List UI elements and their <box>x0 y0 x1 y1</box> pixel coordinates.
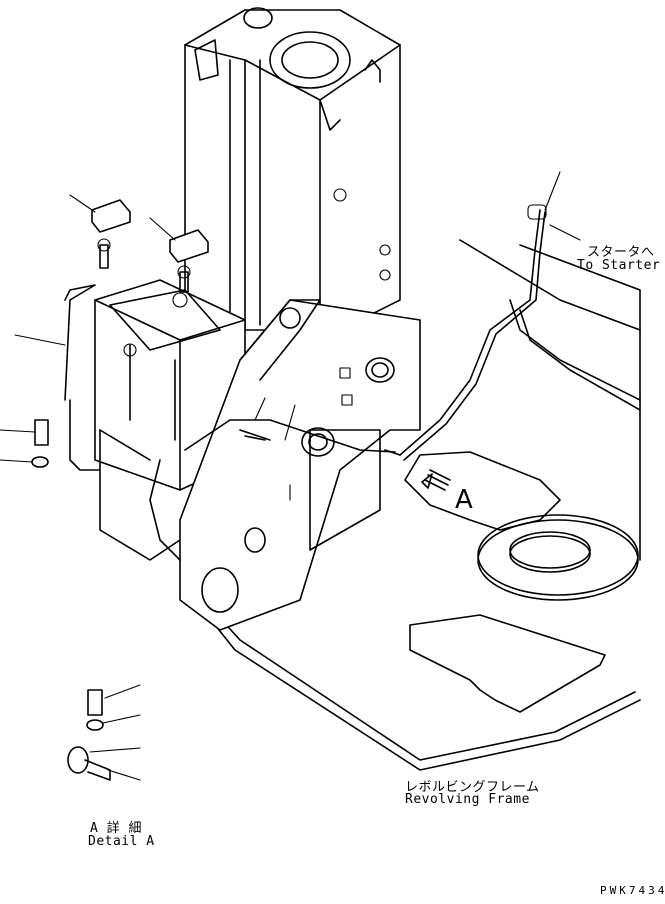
leader-lines <box>0 171 581 501</box>
view-arrow-a <box>421 469 451 491</box>
detail-label-jp: A 詳 細 <box>90 821 142 836</box>
relay-parts <box>91 199 209 293</box>
frame-label-en: Revolving Frame <box>405 792 530 807</box>
radiator-tower <box>184 7 401 331</box>
starter-cable <box>64 204 547 561</box>
bolt-and-washer-left <box>31 419 49 468</box>
detail-a-parts <box>67 684 141 781</box>
battery-box <box>94 279 246 561</box>
frame-label-jp: レボルビングフレーム <box>405 780 540 795</box>
starter-label-jp: スタータへ <box>587 245 655 260</box>
swing-bearing-ring <box>477 514 639 601</box>
boom-bracket <box>179 299 421 631</box>
detail-label-en: Detail A <box>88 834 155 849</box>
starter-label-en: To Starter <box>577 258 661 273</box>
view-marker-label: A <box>455 485 473 515</box>
revolving-frame <box>214 239 641 771</box>
drawing-code: PWK7434 <box>600 884 665 897</box>
